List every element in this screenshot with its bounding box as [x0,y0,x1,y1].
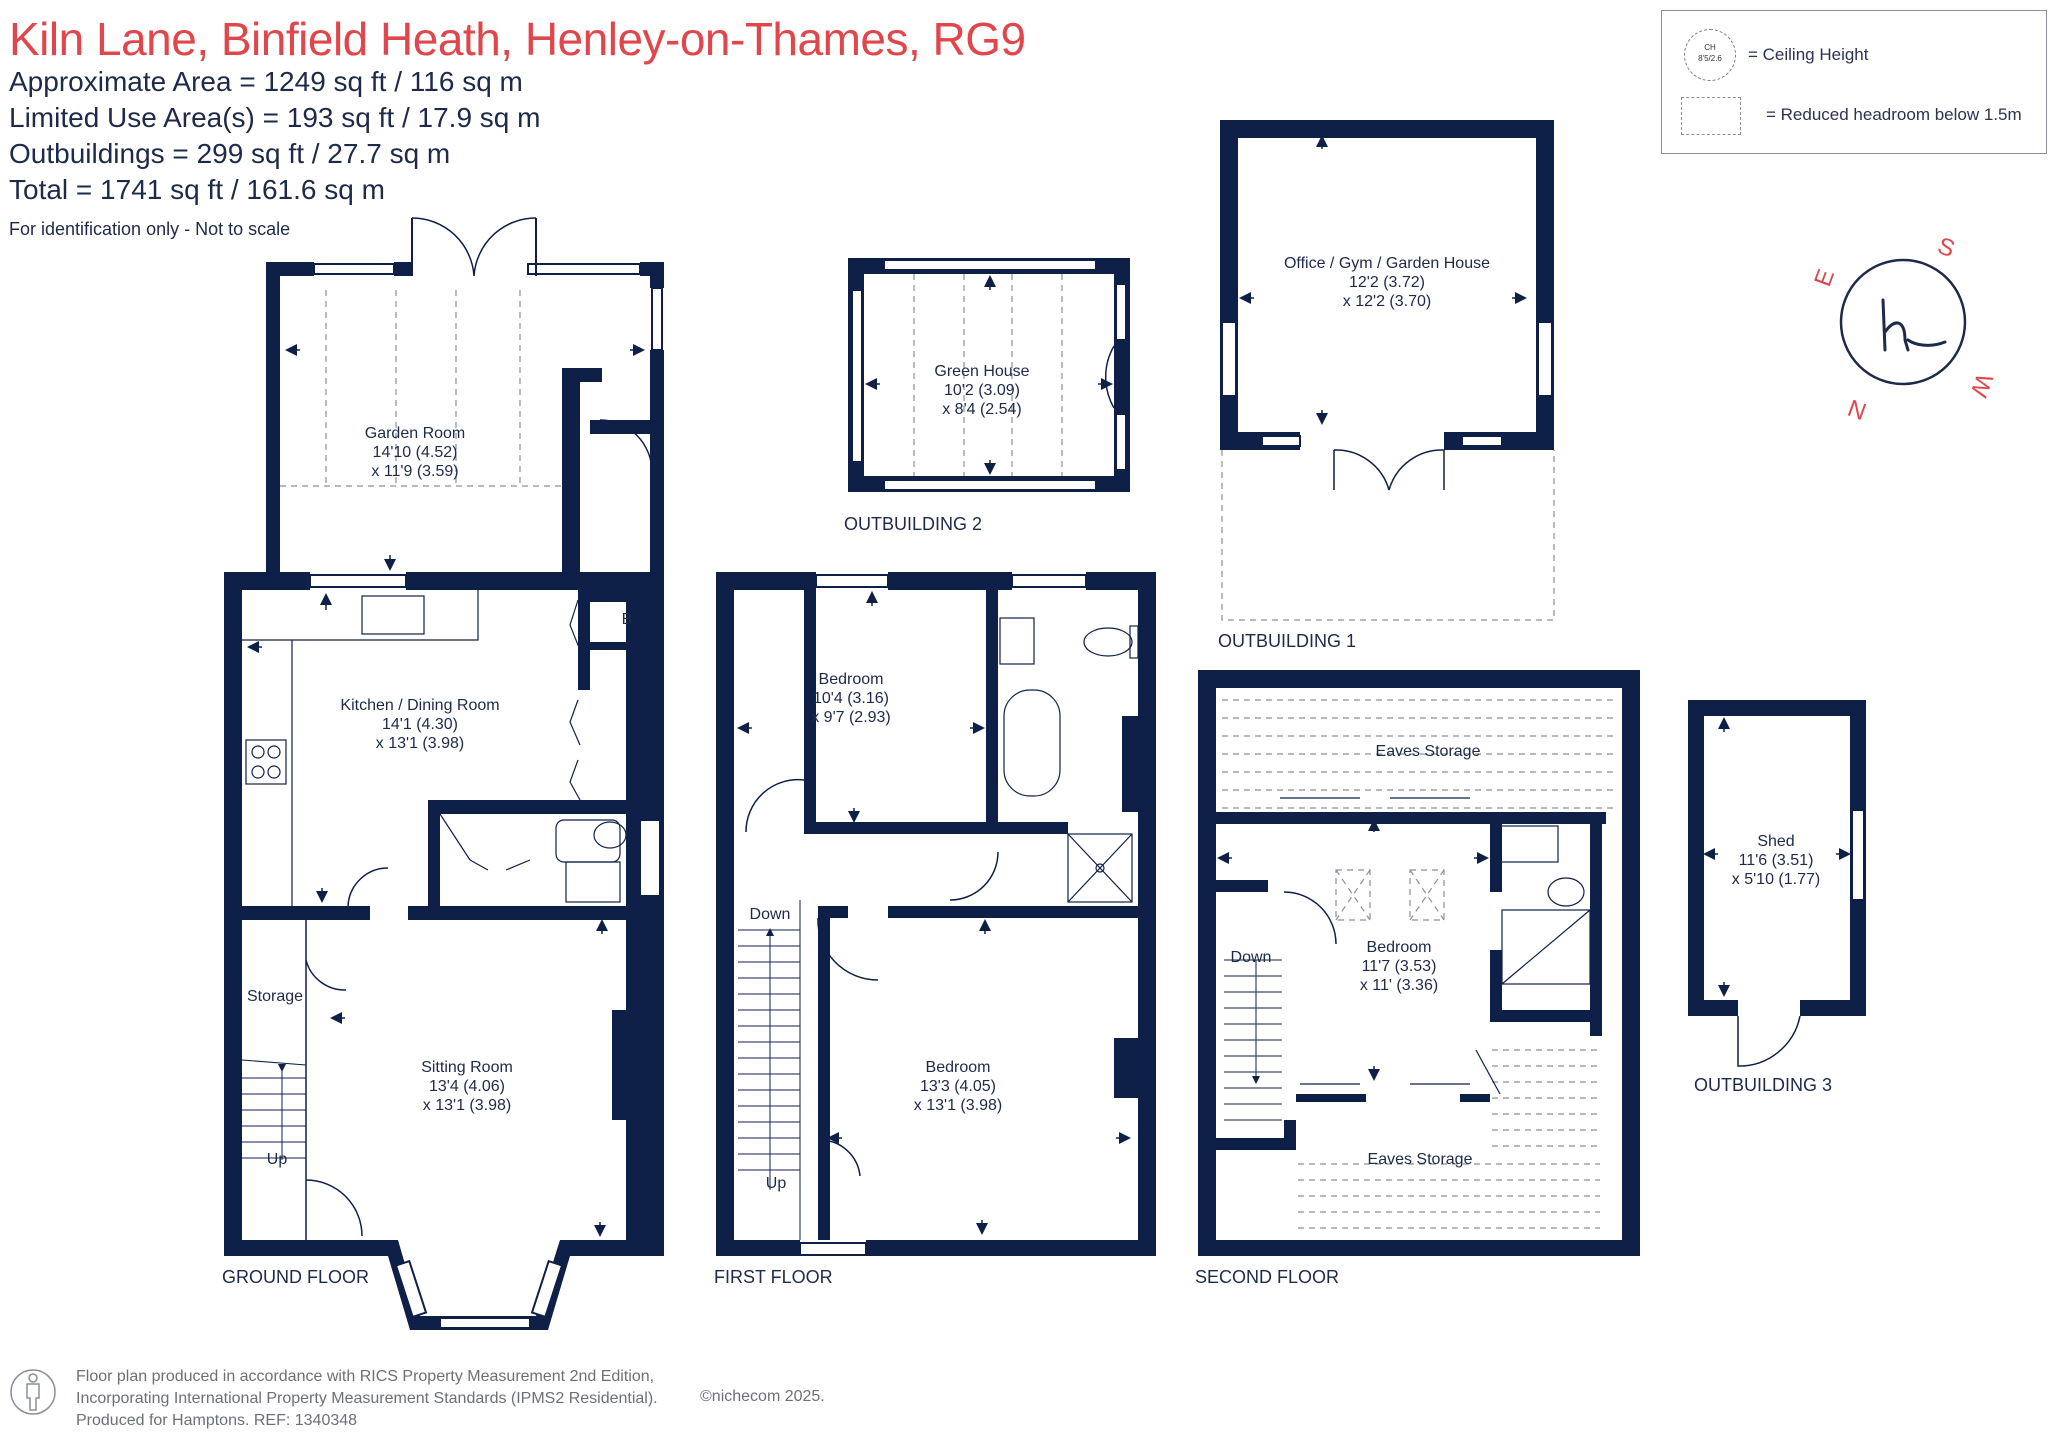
bedroom-3-name: Bedroom [1367,939,1432,956]
sitting-room-dim1: 13'4 (4.06) [429,1078,505,1095]
ground-floor-plan [224,217,664,1330]
ground-floor-caption: GROUND FLOOR [222,1267,369,1287]
first-floor-caption: FIRST FLOOR [714,1267,833,1287]
office-name: Office / Gym / Garden House [1284,255,1490,272]
compass-logo: S W N E [1809,232,1997,424]
footer-notes: Floor plan produced in accordance with R… [76,1366,658,1432]
total-area: Total = 1741 sq ft / 161.6 sq m [9,174,385,205]
sitting-room-dim2: x 13'1 (3.98) [423,1097,511,1114]
property-title: Kiln Lane, Binfield Heath, Henley-on-Tha… [9,13,1026,65]
bedroom-1-name: Bedroom [819,671,884,688]
bedroom-1-dim2: x 9'7 (2.93) [811,709,891,726]
greenhouse-name: Green House [934,363,1029,380]
legend-box: CH 8'5/2.6 = Ceiling Height = Reduced he… [1661,10,2047,154]
limited-use-area: Limited Use Area(s) = 193 sq ft / 17.9 s… [9,102,541,133]
reduced-headroom-label: = Reduced headroom below 1.5m [1766,105,2022,124]
outbuilding-2-plan [848,258,1130,492]
eaves-storage-bottom: Eaves Storage [1368,1151,1473,1168]
footer-line-3: Produced for Hamptons. REF: 1340348 [76,1412,358,1429]
ground-up-label: Up [267,1151,288,1168]
approx-area: Approximate Area = 1249 sq ft / 116 sq m [9,66,523,97]
kitchen-dim2: x 13'1 (3.98) [376,735,464,752]
footer-line-2: Incorporating International Property Mea… [76,1390,658,1407]
shed-name: Shed [1757,833,1794,850]
person-scale-icon [10,1369,56,1415]
outbuilding-3-caption: OUTBUILDING 3 [1694,1075,1832,1095]
compass-e: E [1809,266,1840,290]
first-up-label: Up [766,1175,787,1192]
first-floor-plan [716,572,1156,1256]
first-down-label: Down [750,906,791,923]
office-dim1: 12'2 (3.72) [1349,274,1425,291]
footer-line-1: Floor plan produced in accordance with R… [76,1368,655,1385]
sitting-room-name: Sitting Room [421,1059,513,1076]
eaves-storage-top: Eaves Storage [1376,743,1481,760]
office-dim2: x 12'2 (3.70) [1343,293,1431,310]
storage-label: Storage [247,988,303,1005]
outbuilding-1-plan [1220,120,1555,621]
boiler-label: B [622,611,633,628]
outbuilding-1-caption: OUTBUILDING 1 [1218,631,1356,651]
outbuildings-area: Outbuildings = 299 sq ft / 27.7 sq m [9,138,451,169]
bedroom-2-dim1: 13'3 (4.05) [920,1078,996,1095]
shed-dim1: 11'6 (3.51) [1739,852,1814,869]
greenhouse-dim2: x 8'4 (2.54) [942,401,1022,418]
garden-room-dim1: 14'10 (4.52) [373,444,458,461]
outbuilding-3-plan [1688,700,1866,1067]
disclaimer: For identification only - Not to scale [9,219,291,239]
kitchen-dim1: 14'1 (4.30) [382,716,458,733]
bedroom-2-name: Bedroom [926,1059,991,1076]
ceiling-height-symbol: CH 8'5/2.6 [1684,29,1736,81]
garden-room-name: Garden Room [365,425,466,442]
shed-dim2: x 5'10 (1.77) [1732,871,1820,888]
bedroom-3-dim2: x 11' (3.36) [1360,977,1438,994]
compass-s: S [1934,232,1958,263]
copyright: ©nichecom 2025. [700,1388,825,1405]
second-floor-caption: SECOND FLOOR [1195,1267,1339,1287]
bedroom-3-dim1: 11'7 (3.53) [1362,958,1437,975]
second-floor-plan [1198,670,1640,1256]
compass-n: N [1845,393,1871,424]
garden-room-dim2: x 11'9 (3.59) [371,463,458,480]
bedroom-1-dim1: 10'4 (3.16) [813,690,889,707]
ceiling-height-label: = Ceiling Height [1748,45,1869,64]
outbuilding-2-caption: OUTBUILDING 2 [844,514,982,534]
bedroom-2-dim2: x 13'1 (3.98) [914,1097,1002,1114]
ch-sample: 8'5/2.6 [1698,54,1722,63]
reduced-headroom-symbol [1681,97,1741,135]
second-down-label: Down [1231,949,1272,966]
compass-w: W [1964,370,1997,401]
greenhouse-dim1: 10'2 (3.09) [944,382,1020,399]
kitchen-name: Kitchen / Dining Room [340,697,499,714]
ch-abbrev: CH [1704,43,1716,52]
measure-arrows [247,135,1851,1237]
